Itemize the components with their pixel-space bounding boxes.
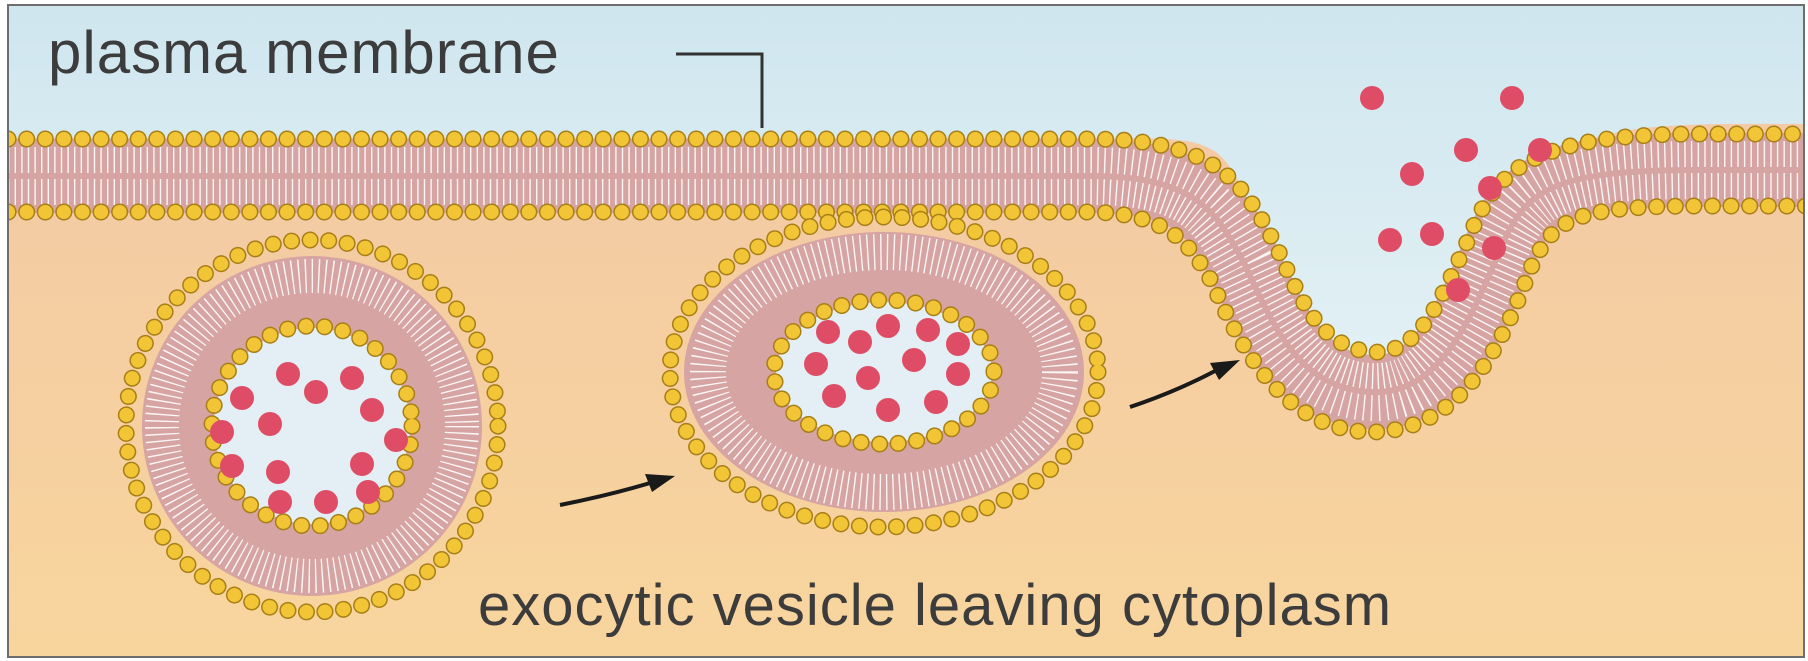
cargo-molecule [276,362,300,386]
cargo-molecule [1360,86,1384,110]
cargo-molecule [916,318,940,342]
cargo-molecule [822,384,846,408]
cargo-molecule [314,490,338,514]
cargo-molecule [1528,138,1552,162]
cargo-molecule [258,412,282,436]
cargo-molecule [1482,236,1506,260]
cargo-molecule [220,454,244,478]
vesicle-left [126,240,498,612]
cargo-molecule [1378,228,1402,252]
cargo-molecule [1446,278,1470,302]
cargo-molecule [384,428,408,452]
cargo-molecule [848,330,872,354]
cargo-molecule [304,380,328,404]
cargo-molecule [268,490,292,514]
cargo-molecule [350,452,374,476]
cargo-molecule [902,348,926,372]
cargo-molecule [946,362,970,386]
cargo-molecule [266,460,290,484]
cargo-molecule [230,386,254,410]
cargo-molecule [1478,176,1502,200]
plasma-membrane-label: plasma membrane [48,18,560,87]
cargo-molecule [856,366,880,390]
cargo-molecule [1454,138,1478,162]
cargo-molecule [876,398,900,422]
cargo-molecule [876,314,900,338]
cargo-molecule [816,320,840,344]
cargo-molecule [924,390,948,414]
cargo-molecule [1500,86,1524,110]
cargo-molecule [946,332,970,356]
cargo-molecule [1420,222,1444,246]
cargo-molecule [356,480,380,504]
caption-label: exocytic vesicle leaving cytoplasm [478,572,1392,639]
cargo-molecule [340,366,364,390]
vesicle-middle [670,217,1098,527]
cargo-molecule [804,352,828,376]
cargo-molecule [1400,162,1424,186]
cargo-molecule [360,398,384,422]
cargo-molecule [210,420,234,444]
